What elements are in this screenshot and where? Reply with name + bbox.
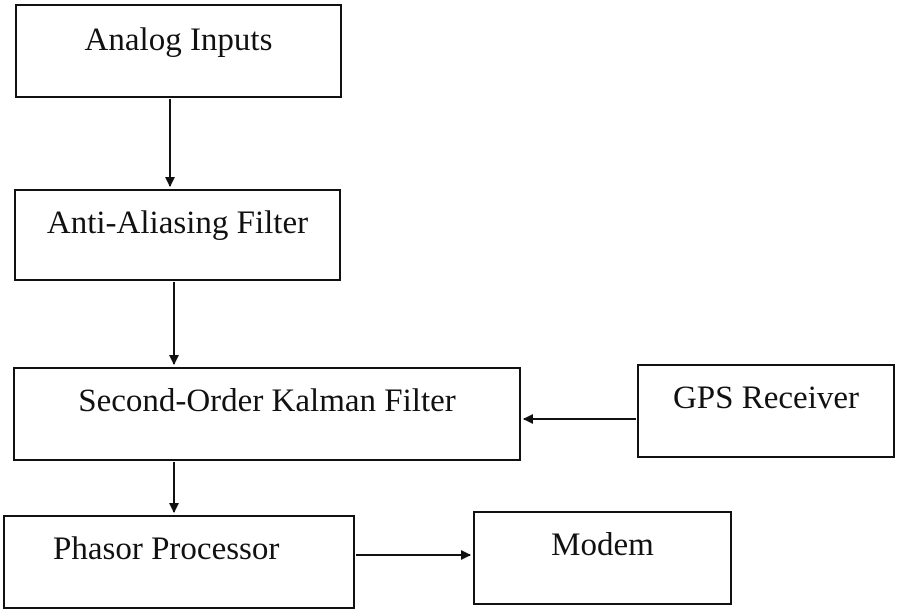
modem-label: Modem: [551, 527, 654, 563]
anti-aliasing-filter-block: Anti-Aliasing Filter: [14, 189, 341, 281]
phasor-processor-block: Phasor Processor: [3, 515, 355, 609]
phasor-processor-label: Phasor Processor: [53, 531, 280, 567]
kalman-filter-block: Second-Order Kalman Filter: [13, 367, 521, 461]
gps-receiver-label: GPS Receiver: [672, 380, 860, 416]
anti-aliasing-filter-label: Anti-Aliasing Filter: [46, 205, 309, 241]
analog-inputs-label: Analog Inputs: [84, 22, 273, 58]
gps-receiver-block: GPS Receiver: [637, 364, 895, 458]
analog-inputs-block: Analog Inputs: [15, 4, 342, 98]
modem-block: Modem: [473, 511, 732, 605]
kalman-filter-label: Second-Order Kalman Filter: [78, 383, 456, 419]
